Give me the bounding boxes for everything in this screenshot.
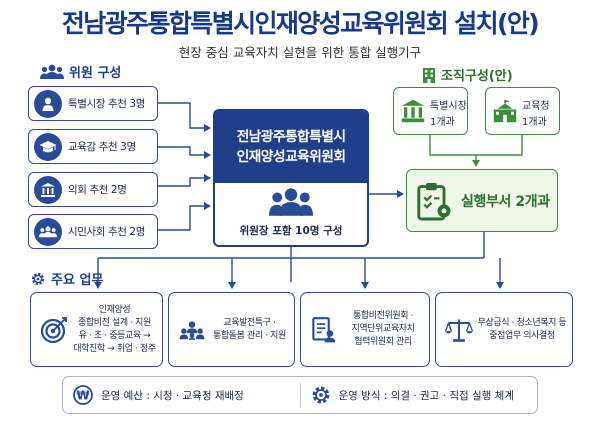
target-icon (39, 315, 69, 345)
unit-count: 1개과 (522, 117, 547, 128)
document-user-icon (309, 315, 339, 345)
task-text: 통합돌봄 관리 · 지원 (213, 330, 286, 341)
member-label: 시민사회 추천 2명 (68, 226, 145, 238)
unit-box-education-office: 교육청 1개과 (485, 87, 560, 135)
committee-member-count: 위원장 포함 10명 구성 (239, 225, 343, 237)
member-box-mayor: 특별시장 추천 3명 (28, 86, 158, 121)
svg-text:₩: ₩ (76, 389, 90, 403)
school-icon (493, 99, 517, 123)
page-title: 전남광주통합특별시인재양성교육위원회 설치(안) (61, 9, 540, 38)
committee-title: 전남광주통합특별시 인재양성교육위원회 (215, 111, 367, 183)
arrow-superintendent-to-committee (158, 146, 211, 159)
task-text: 대학진학 → 취업 · 정주 (73, 343, 156, 354)
executive-department-box: 실행부서 2개과 (406, 169, 558, 232)
member-label: 의회 추천 2명 (68, 184, 127, 196)
task-card-key-decisions: 무상급식 · 청소년복지 등 중점업무 의사결정 (435, 292, 573, 367)
members-heading: 위원 구성 (40, 62, 121, 81)
operation-method: 운영 방식 : 의결 · 권고 · 직접 실행 체계 (301, 377, 538, 413)
tasks-heading: 주요 업무 (30, 269, 103, 288)
task-text: 중점업무 의사결정 (489, 330, 555, 341)
executive-department-label: 실행부서 2개과 (461, 194, 550, 210)
operation-divider (299, 383, 301, 407)
members-heading-label: 위원 구성 (69, 66, 122, 81)
member-box-superintendent: 교육감 추천 3명 (28, 129, 158, 164)
committee-name-line2: 인재양성교육위원회 (236, 149, 346, 165)
government-building-icon (34, 175, 62, 204)
graduation-cap-icon (34, 132, 62, 161)
operation-budget-text: 운영 예산 : 시청 · 교육청 재배정 (101, 389, 244, 402)
committee-name-line1: 전남광주통합특별시 (236, 129, 346, 145)
won-coin-icon: ₩ (73, 385, 93, 405)
committee-box: 전남광주통합특별시 인재양성교육위원회 위원장 포함 10명 구성 (213, 109, 369, 247)
arrow-council-to-committee (158, 174, 211, 187)
task-text: 교육발전특구 · (223, 317, 276, 328)
group-icon (34, 217, 62, 246)
clipboard-gear-icon (417, 183, 451, 221)
task-card-talent-vision: 인재양성 종합비전 설계 · 지원 유 · 초 · 중등교육 → 대학진학 → … (30, 292, 163, 367)
office-building-icon (423, 67, 435, 83)
line-units-join (429, 135, 523, 156)
task-text: 인재양성 (98, 304, 131, 315)
task-text: 협력위원회 관리 (354, 337, 412, 347)
member-label: 특별시장 추천 3명 (68, 98, 145, 110)
unit-box-city: 특별시장 1개과 (393, 87, 468, 135)
government-building-icon (401, 99, 425, 123)
task-text: 무상급식 · 청소년복지 등 (477, 317, 567, 328)
task-text: 종합비전 설계 · 지원 (78, 317, 151, 328)
arrow-civil-to-committee (158, 202, 211, 231)
person-icon (34, 89, 62, 118)
task-card-committee-management: 통합비전위원회 · 지역단위교육자치 협력위원회 관리 (300, 292, 430, 367)
unit-count: 1개과 (430, 117, 455, 128)
gear-icon (31, 272, 45, 285)
unit-name: 교육청 (522, 101, 550, 112)
group-icon (269, 188, 313, 216)
organization-heading: 조직구성(안) (422, 65, 513, 84)
task-text: 유 · 초 · 중등교육 → (78, 330, 151, 341)
tasks-heading-label: 주요 업무 (51, 273, 104, 288)
task-text: 지역단위교육자치 (351, 324, 415, 334)
organization-heading-label: 조직구성(안) (441, 69, 513, 84)
gear-icon (312, 386, 329, 404)
arrow-mayor-to-committee (158, 102, 211, 132)
people-network-icon (177, 315, 207, 345)
member-box-council: 의회 추천 2명 (28, 172, 158, 207)
scales-icon (444, 315, 474, 345)
task-card-education-zone: 교육발전특구 · 통합돌봄 관리 · 지원 (168, 292, 295, 367)
operation-bar: ₩ 운영 예산 : 시청 · 교육청 재배정 운영 방식 : 의결 · 권고 ·… (62, 376, 538, 414)
operation-budget: ₩ 운영 예산 : 시청 · 교육청 재배정 (63, 377, 300, 413)
unit-name: 특별시장 (430, 101, 467, 112)
task-text: 통합비전위원회 · (352, 311, 414, 321)
member-label: 교육감 추천 3명 (68, 141, 136, 153)
group-icon (40, 64, 64, 79)
page-subtitle: 현장 중심 교육자치 실현을 위한 통합 실행기구 (178, 45, 422, 60)
member-box-civil-society: 시민사회 추천 2명 (28, 214, 158, 249)
operation-method-text: 운영 방식 : 의결 · 권고 · 직접 실행 체계 (338, 389, 515, 402)
